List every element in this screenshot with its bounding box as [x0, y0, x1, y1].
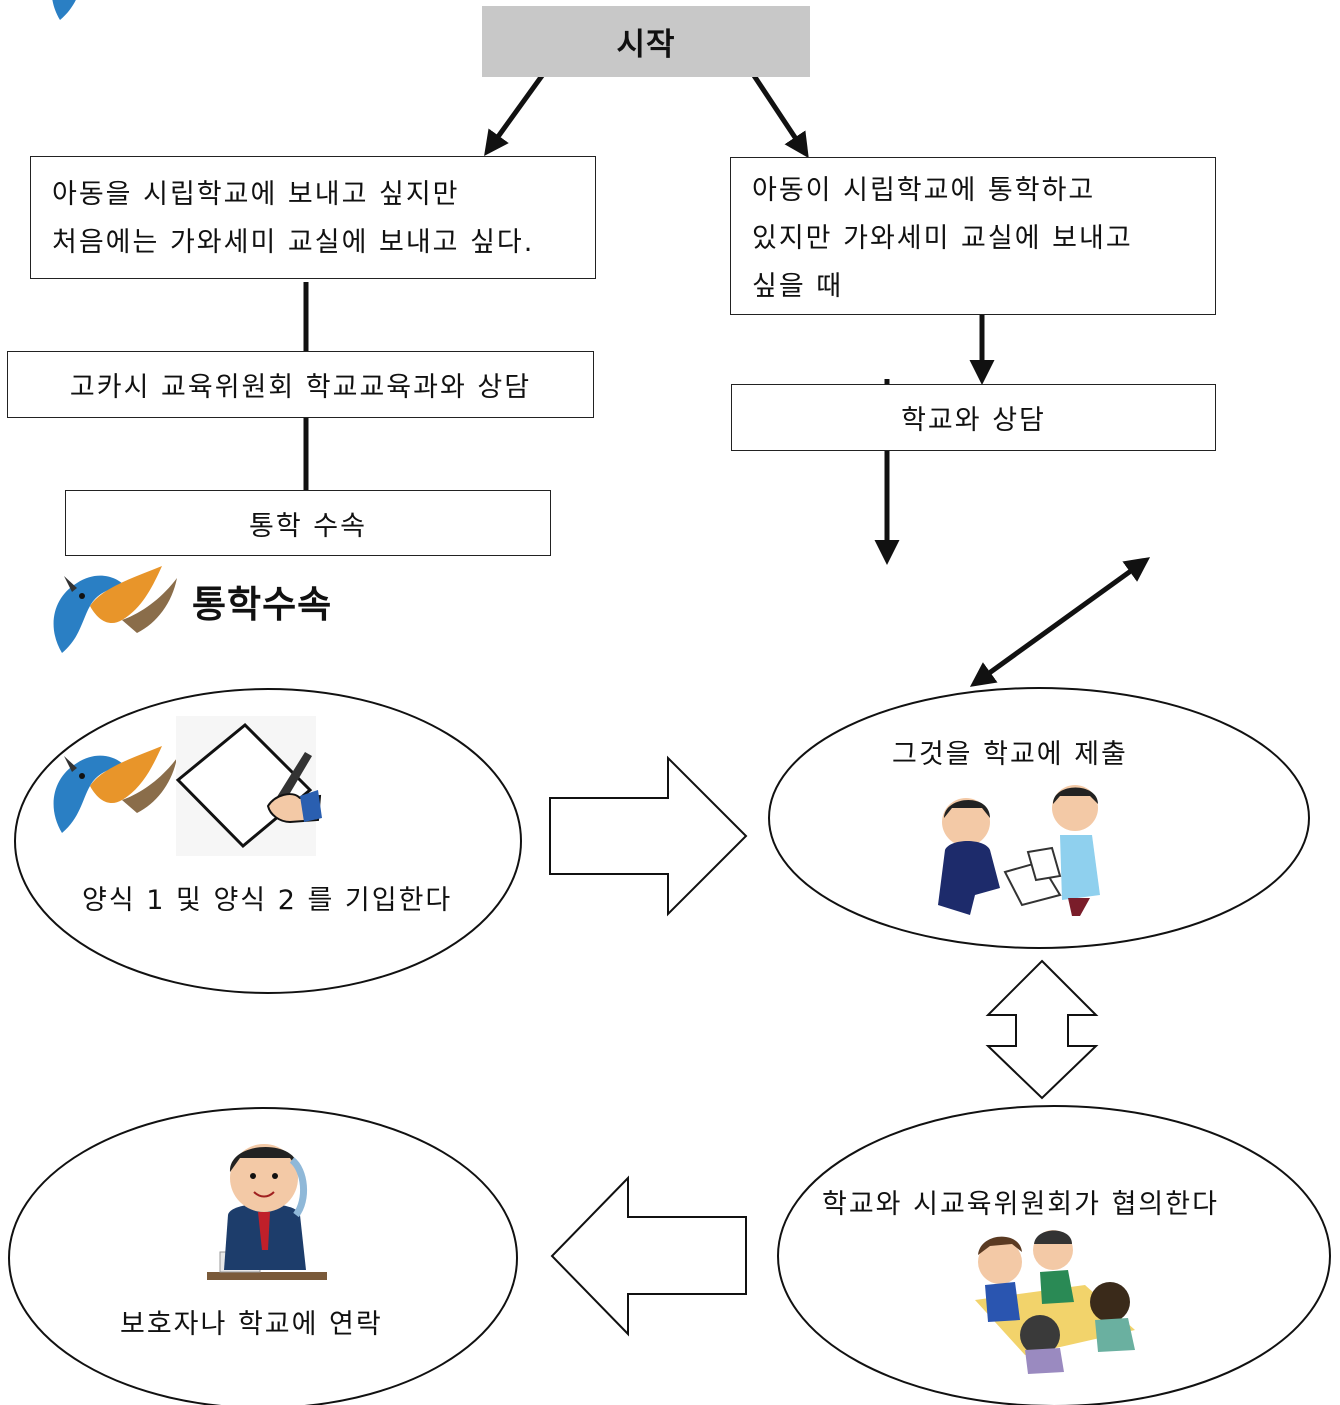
section-title: 통학수속	[192, 583, 333, 626]
bird-logo-top-icon	[51, 0, 175, 20]
right-consult-text: 학교와 상담	[901, 405, 1046, 436]
start-node: 시작	[482, 6, 810, 77]
bird-logo-oval-icon	[53, 746, 177, 833]
phone-contact-illustration	[207, 1144, 327, 1280]
right-consult-box: 학교와 상담	[731, 384, 1216, 451]
meeting-illustration	[975, 1230, 1135, 1374]
submit-label: 그것을 학교에 제출	[892, 739, 1128, 770]
oval-submit	[768, 687, 1310, 949]
contact-label: 보호자나 학교에 연락	[120, 1309, 383, 1340]
right-condition-box: 아동이 시립학교에 통학하고 있지만 가와세미 교실에 보내고 싶을 때	[730, 157, 1216, 315]
right-condition-text: 아동이 시립학교에 통학하고 있지만 가와세미 교실에 보내고 싶을 때	[752, 175, 1133, 302]
bird-logo-section-icon	[53, 566, 177, 653]
procedure-text: 통학 수속	[249, 510, 367, 542]
block-arrow-right	[549, 755, 748, 917]
discuss-label: 학교와 시교육위원회가 협의한다	[822, 1189, 1219, 1220]
submit-document-illustration	[938, 785, 1100, 916]
start-label: 시작	[616, 27, 676, 63]
arrow-double-diagonal	[969, 557, 1151, 687]
block-arrow-left	[550, 1175, 747, 1337]
block-arrow-updown	[985, 959, 1099, 1100]
left-consult-text: 고카시 교육위원회 학교교육과와 상담	[69, 372, 532, 403]
procedure-box: 통학 수속	[65, 490, 551, 556]
oval-contact	[8, 1107, 518, 1405]
oval-fill-form	[14, 688, 522, 994]
fill-form-label: 양식 1 및 양식 2 를 기입한다	[82, 885, 453, 916]
left-condition-text: 아동을 시립학교에 보내고 싶지만 처음에는 가와세미 교실에 보내고 싶다.	[52, 179, 535, 258]
oval-discuss	[777, 1105, 1331, 1405]
left-consult-box: 고카시 교육위원회 학교교육과와 상담	[7, 351, 594, 418]
left-condition-box: 아동을 시립학교에 보내고 싶지만 처음에는 가와세미 교실에 보내고 싶다.	[30, 156, 596, 279]
writing-form-icon	[175, 716, 322, 856]
